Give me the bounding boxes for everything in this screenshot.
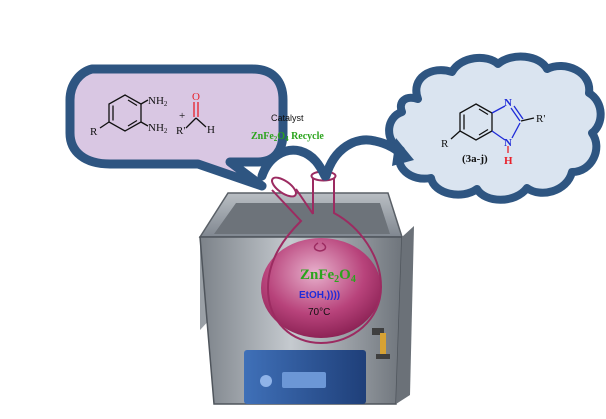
benzimidazole-structure <box>450 103 535 153</box>
plus-sign: + <box>179 110 185 122</box>
panel-knob-icon <box>260 375 272 387</box>
product-n-upper: N <box>504 97 512 109</box>
diamine-structure <box>99 94 149 132</box>
flask-temperature-label: 70°C <box>308 307 330 318</box>
return-arrow-icon <box>257 145 330 181</box>
round-bottom-flask: ZnFe2O4 EtOH,)))) 70°C <box>261 170 383 345</box>
product-n-lower: N <box>504 137 512 149</box>
product-h: H <box>504 155 513 167</box>
catalyst-label: Catalyst <box>271 113 304 123</box>
catalyst-label-group: Catalyst ZnFe2O4 Recycle <box>251 113 324 143</box>
diamine-r-group: R <box>90 126 98 138</box>
flask-side-neck <box>271 176 297 198</box>
aldehyde-structure <box>185 102 207 129</box>
flask-liquid <box>261 238 381 338</box>
diamine-nh2-bottom: NH2 <box>148 122 168 135</box>
drain-valve-icon <box>372 328 384 335</box>
arrowhead-right-icon <box>392 138 414 166</box>
aldehyde-hydrogen: H <box>207 124 215 136</box>
diamine-nh2-top: NH2 <box>148 95 168 108</box>
product-r-prime: R' <box>536 113 545 125</box>
product-label: (3a-j) <box>462 153 488 165</box>
product-cloud <box>385 52 605 204</box>
product-arrow-icon <box>321 135 409 181</box>
catalyst-recycle-label: ZnFe2O4 Recycle <box>251 131 324 143</box>
flask-solvent-label: EtOH,)))) <box>299 290 340 301</box>
aldehyde-r-group: R' <box>176 125 185 137</box>
aldehyde-oxygen: O <box>192 91 200 103</box>
reactants-bubble <box>65 64 288 191</box>
flask-catalyst-label: ZnFe2O4 <box>300 267 356 285</box>
product-r-group: R <box>441 138 449 150</box>
